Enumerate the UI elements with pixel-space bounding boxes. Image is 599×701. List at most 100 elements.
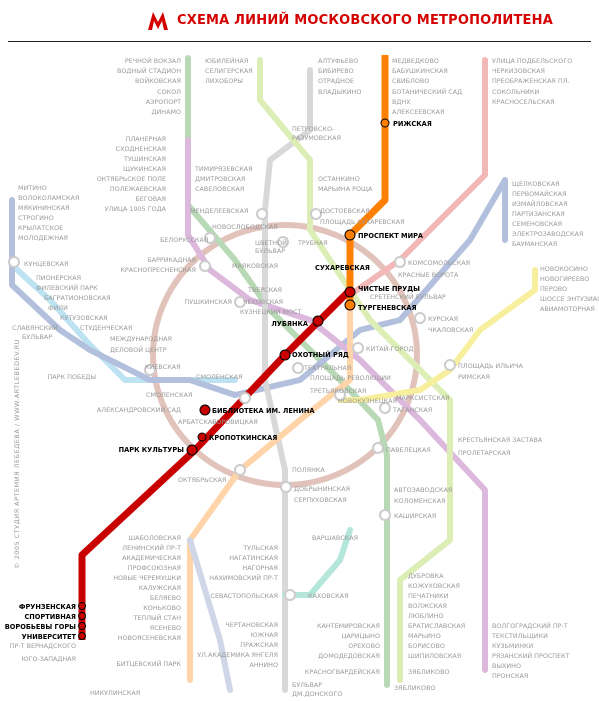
station-likhobory[interactable]: ЛИХОБОРЫ xyxy=(205,77,243,85)
station-dobryninskaya[interactable]: ДОБРЫНИНСКАЯ xyxy=(294,485,350,493)
station-novokosino[interactable]: НОВОКОСИНО xyxy=(540,265,588,273)
station-planernaya[interactable]: ПЛАНЕРНАЯ xyxy=(126,135,166,143)
station-kolomenskaya[interactable]: КОЛОМЕНСКАЯ xyxy=(394,497,446,505)
station-smolenskaya-2[interactable]: СМОЛЕНСКАЯ xyxy=(146,391,192,399)
station-novoyasenevskaya[interactable]: НОВОЯСЕНЕВСКАЯ xyxy=(118,634,181,642)
station-pr-vernadskogo[interactable]: ПР-Т ВЕРНАДСКОГО xyxy=(10,642,76,650)
station-chekhovskaya[interactable]: ЧЕХОВСКАЯ xyxy=(243,298,283,306)
station-universitet[interactable]: УНИВЕРСИТЕТ xyxy=(22,633,77,641)
station-bagrationovskaya[interactable]: БАГРАТИОНОВСКАЯ xyxy=(44,294,111,302)
station-babushkinskaya[interactable]: БАБУШКИНСКАЯ xyxy=(392,67,448,75)
station-okhotny-ryad[interactable]: ОХОТНЫЙ РЯД xyxy=(292,350,349,359)
station-novoslobodskaya[interactable]: НОВОСЛОБОДСКАЯ xyxy=(212,223,278,231)
station-izmaylovskaya[interactable]: ИЗМАЙЛОВСКАЯ xyxy=(512,199,568,208)
station-taganskaya[interactable]: ТАГАНСКАЯ xyxy=(392,406,432,414)
station-tsvetnoy2[interactable]: БУЛЬВАР xyxy=(255,247,285,255)
station-volokolamskaya[interactable]: ВОЛОКОЛАМСКАЯ xyxy=(18,194,79,202)
station-annino[interactable]: АННИНО xyxy=(249,661,278,669)
station-park-kultury[interactable]: ПАРК КУЛЬТУРЫ xyxy=(119,446,185,454)
station-pionerskaya[interactable]: ПИОНЕРСКАЯ xyxy=(36,274,81,282)
station-yugo-zapadnaya[interactable]: ЮГО-ЗАПАДНАЯ xyxy=(22,655,76,663)
station-sokolniki[interactable]: СОКОЛЬНИКИ xyxy=(492,88,539,96)
station-barrikadnaya[interactable]: БАРРИКАДНАЯ xyxy=(147,256,196,264)
station-mayakovskaya[interactable]: МАЯКОВСКАЯ xyxy=(232,262,278,270)
station-tsvetnoy1[interactable]: ЦВЕТНОЙ xyxy=(255,238,287,247)
station-arbatskaya[interactable]: АРБАТСКАЯ xyxy=(178,418,217,426)
station-belorusskaya[interactable]: БЕЛОРУССКАЯ xyxy=(160,236,208,244)
station-prospekt-mira-marker[interactable] xyxy=(344,229,356,241)
station-ploshchad-sukh[interactable]: ПЛОЩАДЬ СУХАРЕВСКАЯ xyxy=(320,218,405,226)
station-varshavskaya[interactable]: ВАРШАВСКАЯ xyxy=(312,534,358,542)
station-sevastopolskaya[interactable]: СЕВАСТОПОЛЬСКАЯ xyxy=(211,592,279,600)
station-kropotkinskaya[interactable]: КРОПОТКИНСКАЯ xyxy=(209,434,277,442)
station-prazhskaya[interactable]: ПРАЖСКАЯ xyxy=(240,641,278,649)
station-slavyansky2[interactable]: БУЛЬВАР xyxy=(22,333,52,341)
station-chkalovskaya[interactable]: ЧКАЛОВСКАЯ xyxy=(428,326,473,334)
station-bulvar1[interactable]: БУЛЬВАР xyxy=(292,681,322,689)
station-begovaya[interactable]: БЕГОВАЯ xyxy=(135,195,166,203)
station-mezhdunarodnaya[interactable]: МЕЖДУНАРОДНАЯ xyxy=(110,335,172,343)
station-kuznetsky[interactable]: КУЗНЕЦКИЙ МОСТ xyxy=(240,307,301,316)
station-sukharevskaya[interactable]: СУХАРЕВСКАЯ xyxy=(315,264,370,272)
station-domodedovskaya[interactable]: ДОМОДЕДОВСКАЯ xyxy=(318,652,380,660)
station-biblioteka-marker[interactable] xyxy=(199,404,211,416)
station-park-kultury-marker[interactable] xyxy=(186,444,198,456)
station-pl-revolyutsii[interactable]: ПЛОЩАДЬ РЕВОЛЮЦИИ xyxy=(310,374,391,382)
station-turgenevskaya-marker[interactable] xyxy=(344,299,356,311)
station-ulitsa-podbelskogo[interactable]: УЛИЦА ПОДБЕЛЬСКОГО xyxy=(492,57,572,65)
station-tulskaya[interactable]: ТУЛЬСКАЯ xyxy=(242,544,278,552)
station-novye-cheremushki[interactable]: НОВЫЕ ЧЕРЕМУШКИ xyxy=(113,574,181,582)
station-volzhskaya[interactable]: ВОЛЖСКАЯ xyxy=(408,602,447,610)
station-rizhskaya[interactable]: РИЖСКАЯ xyxy=(393,120,432,128)
station-kutuzovskaya[interactable]: КУТУЗОВСКАЯ xyxy=(60,314,108,322)
station-pushkinskaya[interactable]: ПУШКИНСКАЯ xyxy=(185,298,232,306)
station-vorobyovy-marker[interactable] xyxy=(78,622,86,630)
station-kakhovskaya[interactable]: КАХОВСКАЯ xyxy=(308,592,349,600)
station-novokuznetskaya[interactable]: НОВОКУЗНЕЦКАЯ xyxy=(338,397,397,405)
station-shosse[interactable]: ШОССЕ ЭНТУЗИАСТОВ xyxy=(540,295,599,303)
station-lubyanka[interactable]: ЛУБЯНКА xyxy=(271,320,309,328)
station-prospekt-mira[interactable]: ПРОСПЕКТ МИРА xyxy=(358,232,424,240)
station-bratsevo[interactable]: ЗЯБЛИКОВО xyxy=(394,684,436,692)
station-kaluzhskaya[interactable]: КАЛУЖСКАЯ xyxy=(139,584,181,592)
station-novogireevo[interactable]: НОВОГИРЕЕВО xyxy=(540,275,589,283)
station-paveletskaya[interactable]: ПАВЕЛЕЦКАЯ xyxy=(386,446,431,454)
station-profsoyuznaya[interactable]: ПРОФСОЮЗНАЯ xyxy=(128,564,181,572)
station-proletarskaya[interactable]: ПРОЛЕТАРСКАЯ xyxy=(458,449,510,457)
station-yubileynaya[interactable]: ЮБИЛЕЙНАЯ xyxy=(205,56,248,65)
station-polezhaevskaya[interactable]: ПОЛЕЖАЕВСКАЯ xyxy=(110,185,166,193)
station-kozhukhovskaya[interactable]: КОЖУХОВСКАЯ xyxy=(408,582,460,590)
station-nagatinskaya[interactable]: НАГАТИНСКАЯ xyxy=(229,554,278,562)
station-chistye-prudy-marker[interactable] xyxy=(344,286,356,298)
station-volgogradsky[interactable]: ВОЛГОГРАДСКИЙ ПР-Т xyxy=(492,621,568,630)
station-oktyabrskaya[interactable]: ОКТЯБРЬСКАЯ xyxy=(178,476,226,484)
station-borisovo[interactable]: БОРИСОВО xyxy=(408,642,445,650)
station-leninsky[interactable]: ЛЕНИНСКИЙ ПР-Т xyxy=(122,543,181,552)
station-rimskaya[interactable]: РИМСКАЯ xyxy=(458,373,490,381)
station-krasnogvardeyskaya[interactable]: КРАСНОГВАРДЕЙСКАЯ xyxy=(305,667,380,676)
station-frunzenskaya[interactable]: ФРУНЗЕНСКАЯ xyxy=(19,603,76,611)
station-shabolovskaya[interactable]: ШАБОЛОВСКАЯ xyxy=(128,534,181,542)
station-turgenevskaya[interactable]: ТУРГЕНЕВСКАЯ xyxy=(358,304,417,312)
station-maryino[interactable]: МАРЬИНО xyxy=(408,632,441,640)
station-park-pobedy[interactable]: ПАРК ПОБЕДЫ xyxy=(48,373,97,381)
station-ploshchad-ilyicha[interactable]: ПЛОЩАДЬ ИЛЬИЧА xyxy=(458,362,524,370)
station-krylatskoe[interactable]: КРЫЛАТСКОЕ xyxy=(18,224,63,232)
station-vorobyovy[interactable]: ВОРОБЬЕВЫ ГОРЫ xyxy=(5,623,76,631)
station-tushinskaya[interactable]: ТУШИНСКАЯ xyxy=(123,155,166,163)
station-shipilovskaya[interactable]: ШИПИЛОВСКАЯ xyxy=(408,652,461,660)
station-pechatniki[interactable]: ПЕЧАТНИКИ xyxy=(408,592,449,600)
station-kropotkinskaya-marker[interactable] xyxy=(197,432,207,442)
station-biblioteka[interactable]: БИБЛИОТЕКА ИМ. ЛЕНИНА xyxy=(212,407,315,415)
station-sretensky[interactable]: СРЕТЕНСКИЙ БУЛЬВАР xyxy=(370,292,446,301)
station-sportivnaya[interactable]: СПОРТИВНАЯ xyxy=(24,613,76,621)
station-krasnopresnenskaya[interactable]: КРАСНОПРЕСНЕНСКАЯ xyxy=(120,266,196,274)
station-rizhskaya-marker[interactable] xyxy=(380,118,390,128)
station-skhodnenskaya[interactable]: СХОДНЕНСКАЯ xyxy=(116,145,166,153)
station-pronskaya[interactable]: ПРОНСКАЯ xyxy=(492,672,528,680)
station-chistye-prudy[interactable]: ЧИСТЫЕ ПРУДЫ xyxy=(358,285,420,293)
station-molodezhnaya[interactable]: МОЛОДЕЖНАЯ xyxy=(18,234,68,242)
station-bratislavskaya[interactable]: БРАТИСЛАВСКАЯ xyxy=(408,622,465,630)
station-pervomayskaya[interactable]: ПЕРВОМАЙСКАЯ xyxy=(512,189,567,198)
station-otradnoe[interactable]: ОТРАДНОЕ xyxy=(318,77,354,85)
